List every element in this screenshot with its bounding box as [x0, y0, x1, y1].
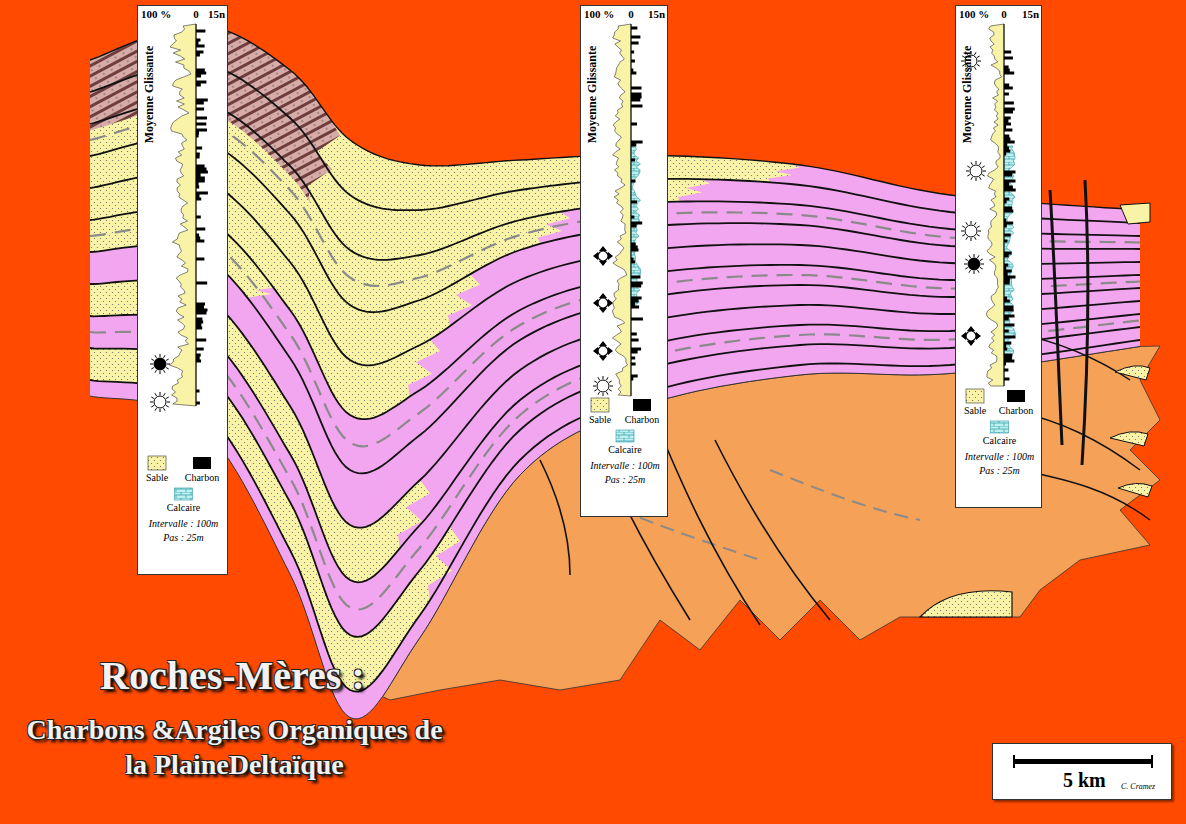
- legend-label: Calcaire: [167, 502, 200, 513]
- strata: [90, 25, 1160, 719]
- well-log-panel: 100 % 0 15nMoyenne GlissanteSable CharbonCa…: [580, 5, 668, 517]
- scale-box: 5 km C. Cramez: [992, 743, 1172, 800]
- log-note: Intervalle : 100m: [590, 460, 659, 471]
- source-symbol: [593, 293, 613, 313]
- legend-label: Sable: [589, 414, 611, 425]
- log-note: Pas : 25m: [605, 474, 646, 485]
- sand-lens: [1118, 483, 1152, 497]
- source-symbol: [964, 254, 984, 274]
- log-axis: [196, 24, 197, 406]
- source-symbol: [598, 346, 608, 356]
- legend-label: Charbon: [625, 414, 659, 425]
- source-symbol: [593, 341, 613, 361]
- curve-title: Moyenne Glissante: [586, 46, 601, 144]
- sand-curve: [170, 24, 197, 406]
- title: Roches-Mères :: [100, 652, 365, 699]
- axis-label: 0: [1001, 8, 1007, 20]
- source-symbol: [961, 221, 981, 241]
- sand-lens: [1120, 203, 1150, 224]
- source-symbol: [150, 354, 170, 374]
- source-symbol: [154, 396, 166, 408]
- well-log-panel: 100 % 0 15nMoyenne GlissanteSable CharbonCa…: [137, 5, 228, 575]
- curve-title: Moyenne Glissante: [143, 46, 158, 144]
- axis-label: 100 %: [141, 8, 171, 20]
- coal-curve: [1004, 51, 1016, 381]
- fault-line: [1082, 180, 1088, 465]
- sand-curve: [612, 24, 631, 396]
- sand-lens: [1115, 366, 1150, 380]
- source-symbol: [598, 251, 608, 261]
- source-symbol: [150, 392, 170, 412]
- scale-label: 5 km: [1063, 769, 1106, 792]
- source-symbol: [598, 298, 608, 308]
- log-note: Intervalle : 100m: [965, 451, 1034, 462]
- source-symbol: [966, 331, 976, 341]
- coal-swatch: [193, 457, 211, 469]
- source-symbol: [965, 225, 977, 237]
- source-symbol: [597, 380, 609, 392]
- legend-label: Calcaire: [983, 435, 1016, 446]
- sand-swatch: [966, 389, 984, 403]
- axis-label: 100 %: [959, 8, 989, 20]
- log-axis: [1004, 24, 1005, 386]
- scale-tick: [1151, 755, 1153, 768]
- log-axis: [631, 24, 632, 396]
- coal-swatch: [1007, 390, 1025, 402]
- limestone-swatch: [991, 421, 1009, 433]
- axis-label: 15n: [648, 8, 665, 20]
- legend-label: Calcaire: [608, 444, 641, 455]
- legend-label: Charbon: [999, 405, 1033, 416]
- curve-title: Moyenne Glissante: [961, 46, 976, 144]
- scale-tick: [1013, 755, 1015, 768]
- log-note: Intervalle : 100m: [149, 518, 218, 529]
- sand-lens: [920, 591, 1012, 617]
- scale-bar: [1013, 759, 1153, 764]
- sand-swatch: [148, 456, 166, 470]
- axis-label: 15n: [1022, 8, 1039, 20]
- limestone-swatch: [616, 430, 634, 442]
- legend-label: Sable: [146, 472, 168, 483]
- axis-label: 100 %: [584, 8, 614, 20]
- fault-line: [715, 440, 830, 620]
- source-symbol: [593, 246, 613, 266]
- log-note: Pas : 25m: [979, 465, 1020, 476]
- coal-swatch: [633, 399, 651, 411]
- author-credit: C. Cramez: [1121, 782, 1155, 791]
- well-log-panel: 100 % 0 15nMoyenne GlissanteSable CharbonCa…: [955, 5, 1042, 508]
- legend-label: Sable: [964, 405, 986, 416]
- source-symbol: [154, 358, 166, 370]
- fault-line: [540, 460, 570, 575]
- axis-label: 0: [193, 8, 199, 20]
- caption: Charbons &Argiles Organiques de la Plain…: [22, 712, 447, 782]
- fault-line: [1050, 190, 1062, 445]
- sand-swatch: [591, 398, 609, 412]
- axis-label: 15n: [208, 8, 225, 20]
- legend-label: Charbon: [185, 472, 219, 483]
- axis-label: 0: [628, 8, 634, 20]
- sand-lens: [1110, 432, 1148, 446]
- source-symbol: [966, 161, 986, 181]
- coal-curve: [196, 30, 208, 405]
- source-symbol: [968, 258, 980, 270]
- source-symbol: [970, 165, 982, 177]
- source-symbol: [593, 376, 613, 396]
- sand-curve: [986, 24, 1004, 386]
- limestone-swatch: [175, 488, 193, 500]
- fault-line: [655, 420, 760, 625]
- coal-curve: [631, 27, 643, 381]
- log-note: Pas : 25m: [163, 532, 204, 543]
- source-symbol: [961, 326, 981, 346]
